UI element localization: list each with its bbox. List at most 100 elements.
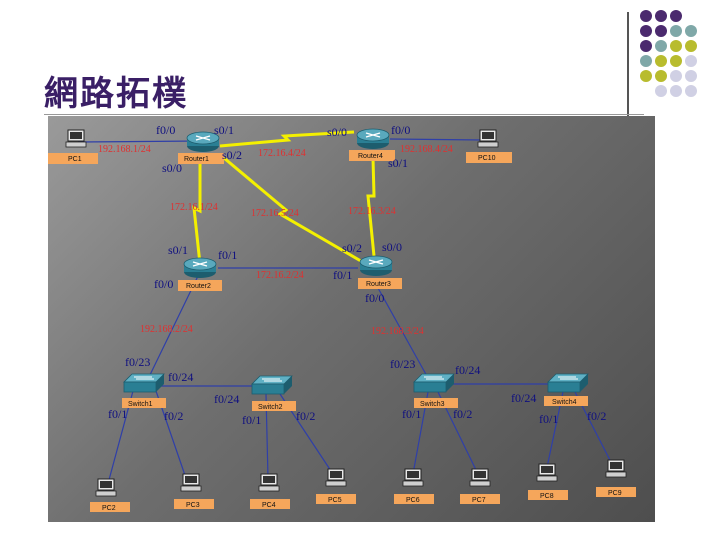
pc7-icon[interactable] — [469, 468, 491, 487]
decorative-dot — [685, 25, 697, 37]
decorative-dot — [670, 85, 682, 97]
decorative-dot — [685, 70, 697, 82]
svg-text:f0/23: f0/23 — [390, 357, 415, 371]
decorative-dot — [640, 70, 652, 82]
switch3-icon[interactable] — [413, 373, 455, 393]
port-labels: f0/0 s0/1 s0/2 s0/0 s0/0 f0/0 s0/1 s0/1 … — [108, 123, 606, 427]
net-192-168-4: 192.168.4/24 — [400, 144, 453, 155]
network-labels: 192.168.1/24 192.168.4/24 172.16.4/24 17… — [98, 144, 453, 337]
pc4-icon[interactable] — [258, 473, 280, 492]
svg-text:f0/1: f0/1 — [242, 413, 261, 427]
device-tags: PC1 Router1 Router4 PC10 Router2 Router3… — [48, 150, 636, 512]
svg-text:s0/1: s0/1 — [214, 123, 234, 137]
net-172-16-2: 172.16.2/24 — [256, 270, 304, 281]
pc3-icon[interactable] — [180, 473, 202, 492]
svg-text:f0/0: f0/0 — [154, 277, 173, 291]
decorative-dot — [685, 40, 697, 52]
net-172-16-4: 172.16.4/24 — [258, 148, 306, 159]
net-172-16-3: 172.16.3/24 — [348, 206, 396, 217]
pc3-label: PC3 — [186, 502, 200, 509]
pc6-label: PC6 — [406, 497, 420, 504]
serial-links — [192, 130, 376, 266]
net-192-168-2: 192.168.2/24 — [140, 324, 193, 335]
pc7-label: PC7 — [472, 497, 486, 504]
svg-text:s0/1: s0/1 — [168, 243, 188, 257]
decorative-dot — [640, 55, 652, 67]
net-192-168-3: 192.168.3/24 — [371, 326, 424, 337]
switch1-icon[interactable] — [123, 373, 165, 393]
svg-text:f0/2: f0/2 — [164, 409, 183, 423]
router3-label: Router3 — [366, 281, 391, 288]
decorative-dot — [670, 10, 682, 22]
pc1-icon[interactable] — [65, 129, 87, 148]
svg-text:f0/24: f0/24 — [214, 392, 239, 406]
switch2-label: Switch2 — [258, 404, 283, 411]
decorative-dot — [640, 40, 652, 52]
switch3-label: Switch3 — [420, 401, 445, 408]
svg-text:f0/0: f0/0 — [391, 123, 410, 137]
pc10-label: PC10 — [478, 155, 496, 162]
svg-text:f0/2: f0/2 — [296, 409, 315, 423]
divider-vertical — [627, 12, 629, 116]
ethernet-links — [77, 138, 615, 492]
decorative-dot — [685, 55, 697, 67]
svg-text:s0/2: s0/2 — [222, 148, 242, 162]
pc5-icon[interactable] — [325, 468, 347, 487]
svg-text:f0/2: f0/2 — [453, 407, 472, 421]
decorative-dot — [640, 25, 652, 37]
router3-icon[interactable] — [359, 255, 393, 277]
svg-text:f0/1: f0/1 — [218, 248, 237, 262]
decorative-dot — [670, 25, 682, 37]
router2-icon[interactable] — [183, 257, 217, 279]
pc6-icon[interactable] — [402, 468, 424, 487]
svg-text:s0/2: s0/2 — [342, 241, 362, 255]
decorative-dot — [655, 10, 667, 22]
svg-text:f0/24: f0/24 — [511, 391, 536, 405]
svg-text:f0/1: f0/1 — [539, 412, 558, 426]
decorative-dot — [655, 25, 667, 37]
topology-svg: PC1 Router1 Router4 PC10 Router2 Router3… — [48, 123, 636, 512]
svg-text:s0/0: s0/0 — [327, 125, 347, 139]
switch2-icon[interactable] — [251, 375, 293, 395]
router1-label: Router1 — [184, 156, 209, 163]
decorative-dot — [670, 70, 682, 82]
svg-text:f0/23: f0/23 — [125, 355, 150, 369]
pc8-label: PC8 — [540, 493, 554, 500]
svg-text:f0/0: f0/0 — [365, 291, 384, 305]
svg-text:f0/0: f0/0 — [156, 123, 175, 137]
svg-text:s0/1: s0/1 — [388, 156, 408, 170]
decorative-dot — [670, 55, 682, 67]
pc4-label: PC4 — [262, 502, 276, 509]
divider-horizontal — [44, 114, 644, 115]
router4-icon[interactable] — [356, 128, 390, 150]
net-172-16-5: 172.16.5/24 — [251, 208, 299, 219]
decorative-dot — [655, 70, 667, 82]
switch4-label: Switch4 — [552, 399, 577, 406]
pc9-label: PC9 — [608, 490, 622, 497]
pc10-icon[interactable] — [477, 129, 499, 148]
decorative-dot — [640, 10, 652, 22]
switch1-label: Switch1 — [128, 401, 153, 408]
router2-label: Router2 — [186, 283, 211, 290]
pc8-icon[interactable] — [536, 463, 558, 482]
decorative-dot — [670, 40, 682, 52]
svg-text:f0/24: f0/24 — [168, 370, 193, 384]
net-172-16-1: 172.16.1/24 — [170, 202, 218, 213]
net-192-168-1: 192.168.1/24 — [98, 144, 151, 155]
svg-text:f0/2: f0/2 — [587, 409, 606, 423]
slide-title: 網路拓樸 — [44, 74, 188, 114]
pc5-label: PC5 — [328, 497, 342, 504]
svg-text:s0/0: s0/0 — [162, 161, 182, 175]
svg-text:f0/1: f0/1 — [333, 268, 352, 282]
svg-text:f0/1: f0/1 — [402, 407, 421, 421]
pc9-icon[interactable] — [605, 459, 627, 478]
svg-text:s0/0: s0/0 — [382, 240, 402, 254]
svg-text:f0/1: f0/1 — [108, 407, 127, 421]
pc2-icon[interactable] — [95, 478, 117, 497]
switch4-icon[interactable] — [547, 373, 589, 393]
pc2-label: PC2 — [102, 505, 116, 512]
decorative-dot — [655, 55, 667, 67]
pc1-label: PC1 — [68, 156, 82, 163]
decorative-dot — [685, 85, 697, 97]
decorative-dot — [655, 85, 667, 97]
